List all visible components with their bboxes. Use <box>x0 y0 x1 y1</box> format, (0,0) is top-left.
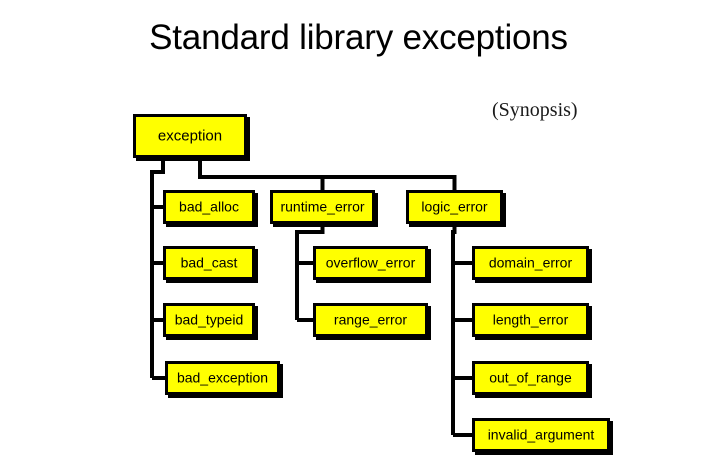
node-label: bad_cast <box>180 254 238 271</box>
node-label: overflow_error <box>325 254 416 271</box>
node-invalid_argument[interactable]: invalid_argument <box>472 418 610 452</box>
node-label: bad_typeid <box>174 311 244 328</box>
node-overflow_error[interactable]: overflow_error <box>313 246 428 280</box>
node-out_of_range[interactable]: out_of_range <box>472 361 589 395</box>
node-runtime_error[interactable]: runtime_error <box>270 190 375 224</box>
node-label: invalid_argument <box>487 426 595 443</box>
node-range_error[interactable]: range_error <box>313 303 428 337</box>
node-domain_error[interactable]: domain_error <box>472 246 589 280</box>
edge-logic_error-trunk <box>451 224 457 435</box>
node-bad_exception[interactable]: bad_exception <box>165 361 280 395</box>
node-length_error[interactable]: length_error <box>472 303 589 337</box>
node-label: out_of_range <box>489 369 572 386</box>
node-logic_error[interactable]: logic_error <box>406 190 503 224</box>
edge-exception-left-trunk <box>150 158 165 378</box>
node-label: domain_error <box>488 254 573 271</box>
node-label: range_error <box>333 311 408 328</box>
node-bad_alloc[interactable]: bad_alloc <box>163 190 255 224</box>
node-label: bad_alloc <box>179 198 239 215</box>
node-bad_cast[interactable]: bad_cast <box>163 246 255 280</box>
node-exception[interactable]: exception <box>133 114 247 158</box>
node-bad_typeid[interactable]: bad_typeid <box>163 303 255 337</box>
node-label: logic_error <box>421 198 488 215</box>
node-label: exception <box>157 127 223 144</box>
node-label: length_error <box>492 311 569 328</box>
node-label: bad_exception <box>176 369 269 386</box>
edge-exception-bus <box>198 158 457 190</box>
edge-runtime_error-trunk <box>295 224 325 320</box>
slide-subtitle-synopsis: (Synopsis) <box>492 99 578 121</box>
page-title: Standard library exceptions <box>149 18 568 57</box>
node-label: runtime_error <box>280 198 365 215</box>
